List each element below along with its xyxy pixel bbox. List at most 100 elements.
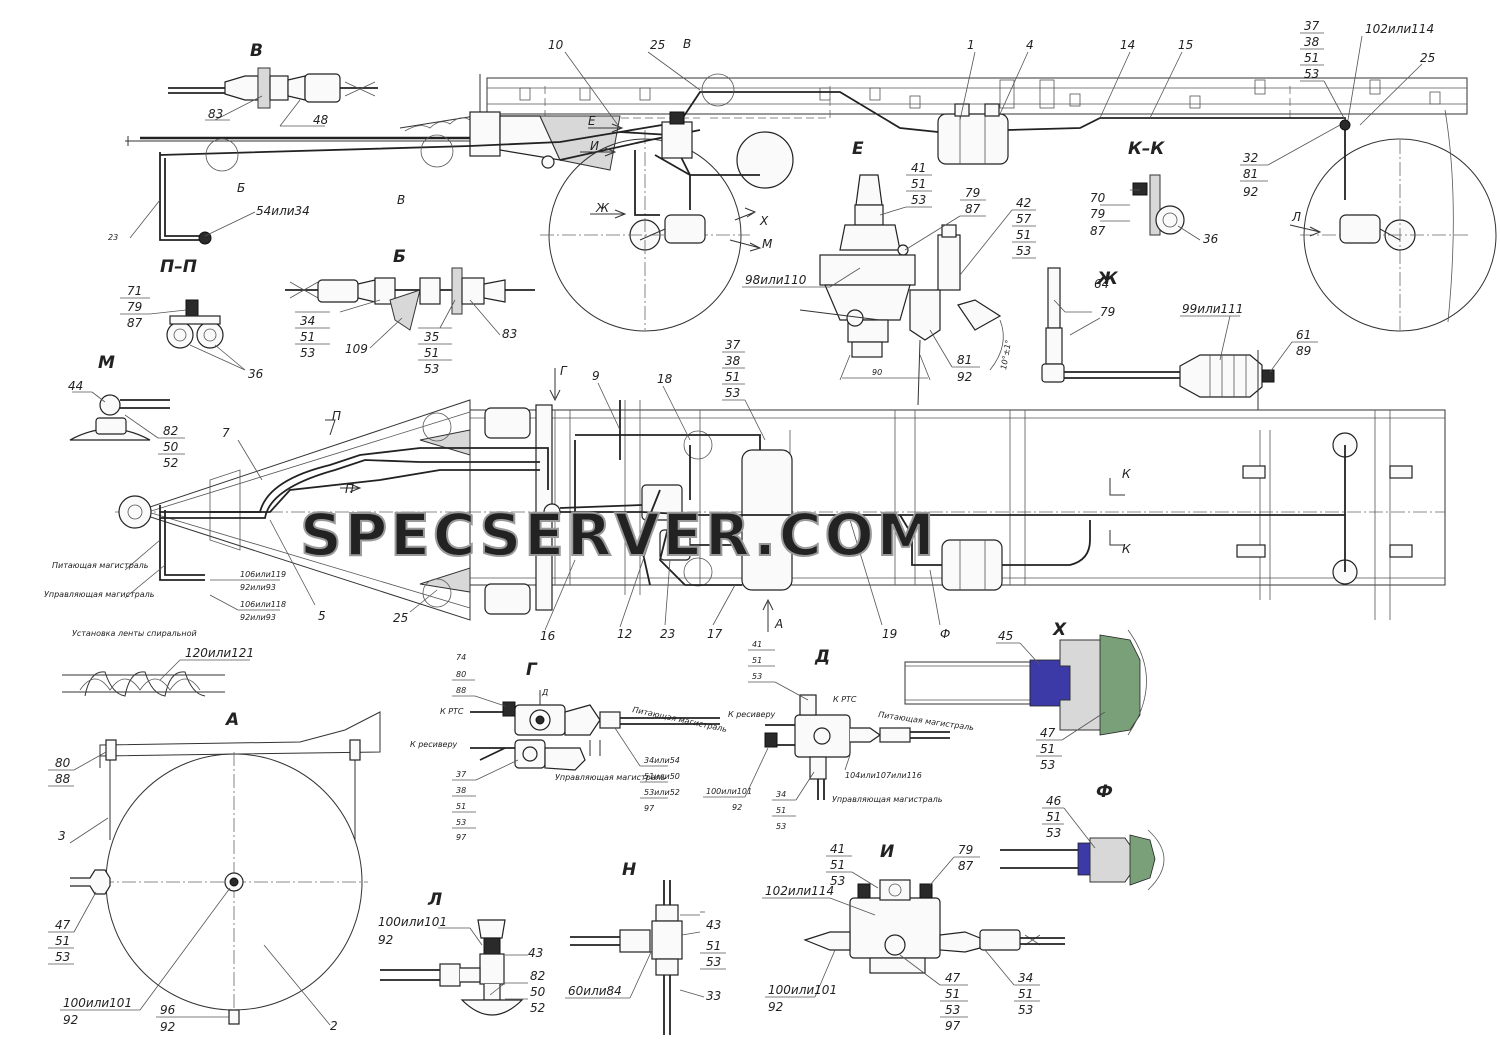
- watermark: SPECSERVER.COM: [300, 501, 937, 569]
- svg-text:32: 32: [1243, 151, 1258, 165]
- svg-text:44: 44: [68, 379, 83, 393]
- view-title-i: И: [880, 842, 894, 862]
- callout-stack-top-right: 37 38 51 53 102или114 32 81 92: [1240, 19, 1434, 199]
- svg-text:70: 70: [1090, 191, 1106, 205]
- svg-text:К: К: [1122, 467, 1131, 481]
- detail-view-a: А 80 88 3 47 51 53 100или101 92 96 92: [48, 710, 381, 1034]
- svg-text:Управляющая магистраль: Управляющая магистраль: [832, 795, 943, 804]
- svg-text:47: 47: [1040, 726, 1056, 740]
- svg-text:79: 79: [1090, 207, 1105, 221]
- svg-text:87: 87: [958, 859, 974, 873]
- detail-view-zh: Ж 64 79 99или111 61 89: [1041, 267, 1318, 410]
- svg-text:79: 79: [127, 300, 142, 314]
- section-mark-zh: Ж: [595, 201, 610, 215]
- svg-text:51: 51: [1040, 742, 1055, 756]
- callout-4: 4: [1026, 38, 1034, 52]
- air-receiver-plan-1: [741, 449, 793, 591]
- detail-view-x: Х 45 47 51 53: [904, 620, 1147, 772]
- view-title-zh: Ж: [1096, 269, 1119, 289]
- svg-text:99или111: 99или111: [1182, 302, 1243, 316]
- view-title-l: Л: [427, 890, 442, 910]
- svg-text:51: 51: [776, 806, 786, 815]
- svg-text:43: 43: [706, 918, 721, 932]
- svg-text:23: 23: [660, 627, 675, 641]
- view-title-v: В: [250, 41, 263, 61]
- svg-text:37: 37: [456, 770, 467, 779]
- svg-text:18: 18: [657, 372, 673, 386]
- callout-54-34: 54или34: [256, 204, 310, 218]
- svg-text:82: 82: [163, 424, 178, 438]
- svg-text:53: 53: [1040, 758, 1055, 772]
- svg-text:53: 53: [830, 874, 845, 888]
- svg-text:50: 50: [530, 985, 546, 999]
- svg-text:7: 7: [222, 426, 230, 440]
- svg-text:64: 64: [1094, 277, 1109, 291]
- svg-text:87: 87: [965, 202, 981, 216]
- svg-text:87: 87: [127, 316, 143, 330]
- section-mark-i: И: [590, 139, 599, 153]
- svg-text:37: 37: [1304, 19, 1320, 33]
- svg-text:97: 97: [644, 804, 655, 813]
- svg-text:51: 51: [456, 802, 466, 811]
- svg-text:51: 51: [55, 934, 70, 948]
- view-title-e: Е: [852, 139, 864, 159]
- svg-text:50: 50: [163, 440, 179, 454]
- section-mark-v-top: В: [683, 37, 691, 51]
- svg-text:74: 74: [456, 653, 466, 662]
- detail-view-b: Б 34 51 53 109 35 51 53 83: [285, 247, 535, 376]
- section-mark-m: М: [762, 237, 773, 251]
- svg-text:Питающая магистраль: Питающая магистраль: [632, 705, 729, 734]
- view-b-callout-109: 109: [345, 342, 368, 356]
- callout-25: 25: [650, 38, 665, 52]
- view-title-pp: П–П: [160, 257, 197, 277]
- svg-text:10°±1°: 10°±1°: [999, 339, 1013, 370]
- svg-text:79: 79: [965, 186, 980, 200]
- svg-text:92: 92: [1243, 185, 1258, 199]
- svg-text:51: 51: [1304, 51, 1319, 65]
- callout-14: 14: [1120, 38, 1135, 52]
- svg-text:100или101: 100или101: [63, 996, 132, 1010]
- svg-text:100или101: 100или101: [768, 983, 837, 997]
- svg-text:41: 41: [752, 640, 762, 649]
- plan-view: П П К К Г А 9 18 7 5 25 16 12 23 17 19 Ф: [44, 338, 1446, 643]
- svg-text:97: 97: [945, 1019, 961, 1033]
- svg-text:51: 51: [1016, 228, 1031, 242]
- section-mark-b: Б: [237, 181, 245, 195]
- svg-text:92или93: 92или93: [240, 613, 276, 622]
- svg-text:9: 9: [592, 369, 600, 383]
- view-title-f: Ф: [1096, 782, 1113, 802]
- svg-text:92: 92: [957, 370, 972, 384]
- detail-view-m: М 44 82 50 52: [68, 353, 185, 470]
- svg-text:52: 52: [530, 1001, 545, 1015]
- svg-text:2: 2: [330, 1019, 338, 1033]
- svg-text:Г: Г: [560, 364, 568, 378]
- svg-text:81: 81: [1243, 167, 1258, 181]
- svg-text:92: 92: [732, 803, 742, 812]
- air-receiver-elevation: [937, 103, 1009, 165]
- callout-10: 10: [548, 38, 564, 52]
- svg-text:41: 41: [830, 842, 845, 856]
- svg-text:71: 71: [127, 284, 142, 298]
- svg-text:51: 51: [706, 939, 721, 953]
- svg-text:3: 3: [58, 829, 66, 843]
- svg-text:К РТС: К РТС: [440, 707, 464, 716]
- svg-text:60или84: 60или84: [568, 984, 622, 998]
- svg-text:100или101: 100или101: [706, 787, 752, 796]
- svg-text:53: 53: [456, 818, 466, 827]
- svg-text:106или118: 106или118: [240, 600, 286, 609]
- svg-text:5: 5: [318, 609, 326, 623]
- callout-1: 1: [967, 38, 975, 52]
- detail-view-i: И 41 51 53 79 87 102или114 100или101 92: [762, 842, 1065, 1033]
- svg-text:120или121: 120или121: [185, 646, 254, 660]
- svg-text:53: 53: [55, 950, 70, 964]
- svg-text:79: 79: [1100, 305, 1115, 319]
- svg-text:53: 53: [706, 955, 721, 969]
- svg-text:К ресиверу: К ресиверу: [410, 740, 458, 749]
- section-mark-e: Е: [588, 114, 596, 128]
- svg-text:92: 92: [63, 1013, 78, 1027]
- svg-text:53: 53: [1016, 244, 1031, 258]
- svg-text:106или119: 106или119: [240, 570, 286, 579]
- detail-view-v: В 83 48: [168, 41, 378, 127]
- svg-text:53: 53: [1046, 826, 1061, 840]
- svg-text:51: 51: [945, 987, 960, 1001]
